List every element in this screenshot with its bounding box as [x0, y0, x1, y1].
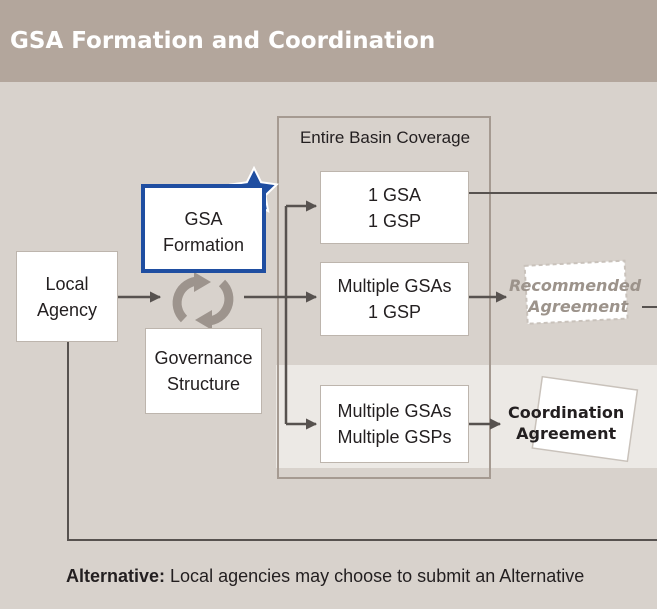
- governance-line-2: Structure: [166, 374, 241, 394]
- local-agency-box: Local Agency: [16, 251, 118, 342]
- governance-line-1: Governance: [154, 348, 253, 368]
- alternative-text: Local agencies may choose to submit an A…: [165, 566, 585, 586]
- option-multiple-gsas-multiple-gsps: Multiple GSAs Multiple GSPs: [320, 385, 469, 463]
- alternative-connector: [67, 342, 657, 541]
- cycle-arrow-head-top: [194, 272, 211, 292]
- option-1gsa-1gsp: 1 GSA 1 GSP: [320, 171, 469, 244]
- cycle-arrow-head-bottom: [195, 310, 212, 330]
- local-agency-line-1: Local: [45, 273, 89, 294]
- recommended-line-2: Agreement: [528, 297, 629, 316]
- option-1-line-1: 1 GSA: [367, 184, 422, 205]
- gsa-formation-line-2: Formation: [162, 234, 245, 255]
- coordination-agreement-label: Coordination Agreement: [508, 402, 624, 444]
- option-3-line-2: Multiple GSPs: [337, 427, 452, 447]
- option-3-line-1: Multiple GSAs: [337, 401, 452, 421]
- local-agency-line-2: Agency: [36, 299, 98, 320]
- option-multiple-gsas-1gsp: Multiple GSAs 1 GSP: [320, 262, 469, 336]
- governance-structure-box: Governance Structure: [145, 328, 262, 414]
- gsa-formation-box: GSA Formation: [141, 184, 266, 273]
- option-2-line-1: Multiple GSAs: [337, 276, 452, 296]
- alternative-note: Alternative: Local agencies may choose t…: [66, 566, 584, 587]
- alternative-label: Alternative:: [66, 566, 166, 586]
- recommended-note: [523, 259, 629, 325]
- cycle-arrows-icon: [172, 276, 234, 326]
- gsa-formation-line-1: GSA: [184, 208, 223, 229]
- page-title: GSA Formation and Coordination: [10, 28, 436, 54]
- coordination-line-1: Coordination: [508, 403, 625, 422]
- recommended-agreement-label: Recommended Agreement: [509, 275, 641, 317]
- coordination-note: [531, 375, 639, 463]
- header-bar: GSA Formation and Coordination: [0, 0, 657, 82]
- option-2-line-2: 1 GSP: [367, 302, 422, 322]
- option-1-line-2: 1 GSP: [367, 210, 422, 231]
- coordination-line-2: Agreement: [516, 424, 617, 443]
- recommended-line-1: Recommended: [509, 276, 642, 295]
- basin-coverage-title: Entire Basin Coverage: [299, 128, 471, 147]
